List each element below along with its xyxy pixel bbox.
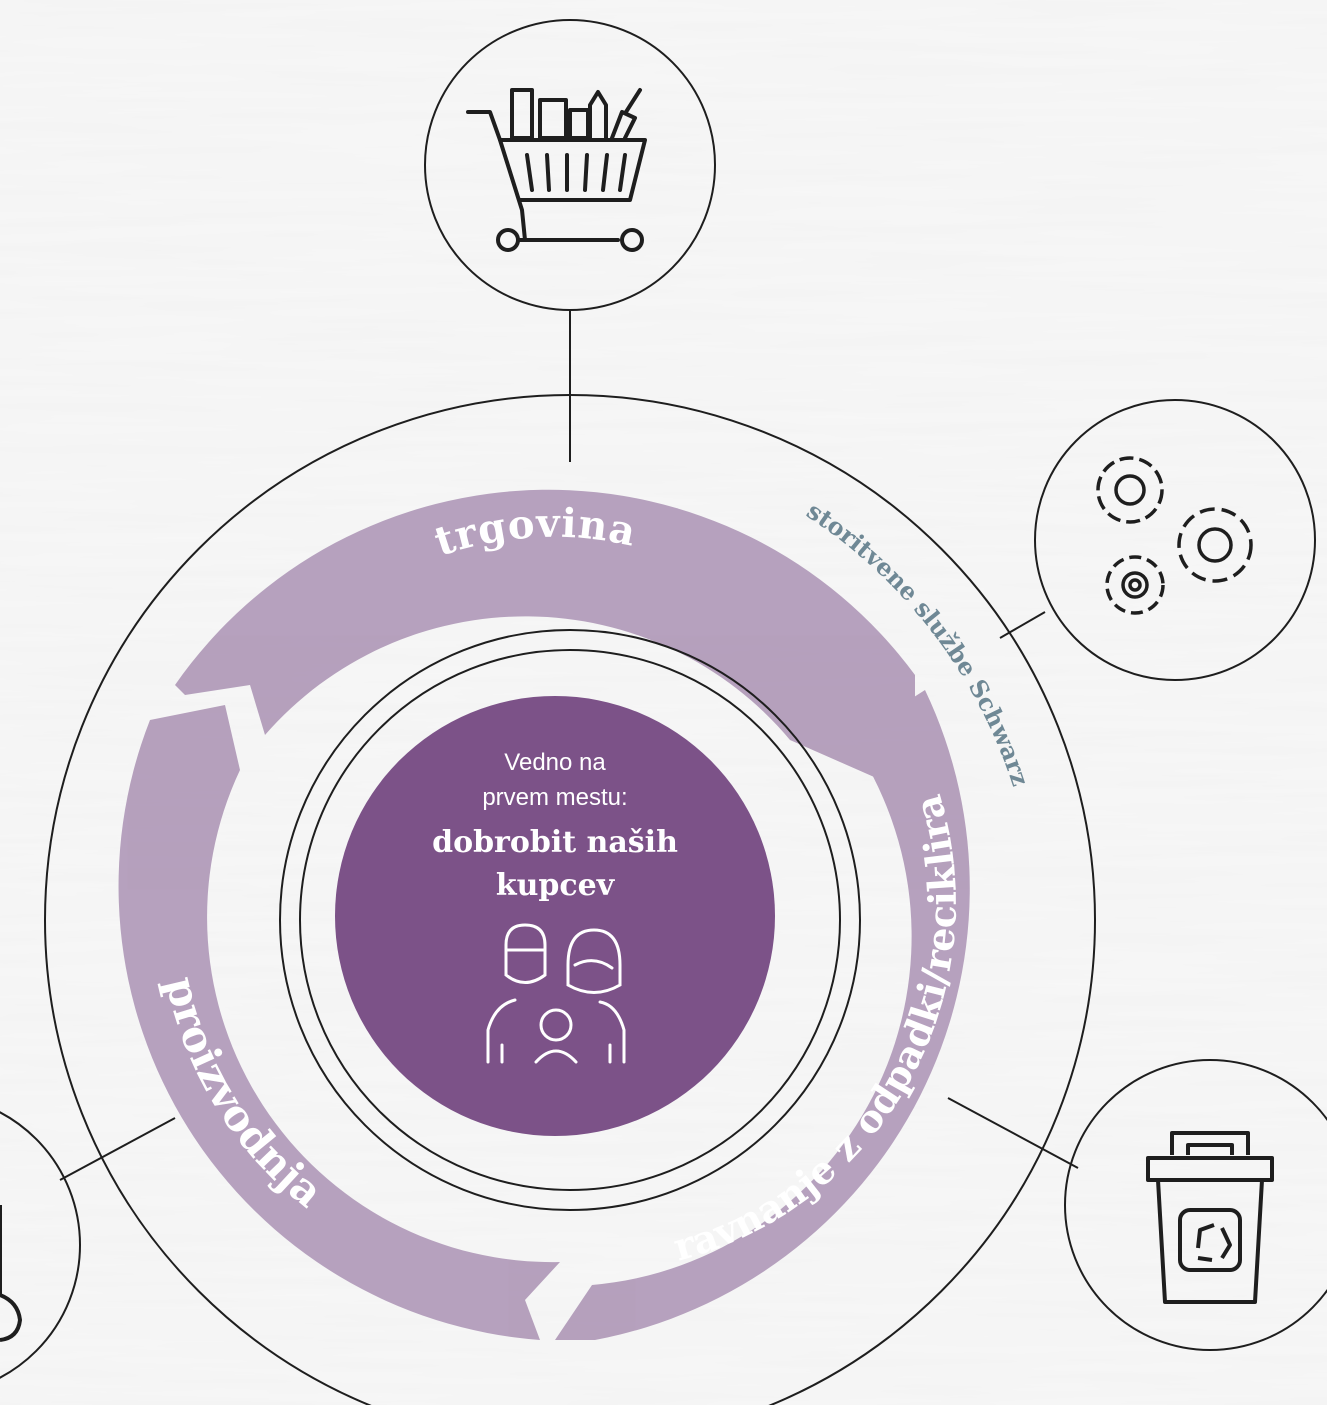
node-circle bbox=[1034, 399, 1316, 681]
node-circle bbox=[1064, 1059, 1327, 1351]
center-line-1: Vedno na bbox=[504, 749, 606, 776]
arrow-top bbox=[175, 489, 915, 795]
shopping-cart-icon bbox=[466, 88, 647, 252]
recycling-bin-icon bbox=[1146, 1131, 1274, 1304]
node-circle bbox=[0, 1111, 81, 1379]
node-gears bbox=[1034, 399, 1316, 681]
cycle-arrows bbox=[118, 489, 970, 1340]
connector-gears bbox=[999, 611, 1046, 639]
node-shopping-cart bbox=[424, 19, 716, 311]
node-production bbox=[0, 1111, 81, 1379]
center-bold-1: dobrobit naših bbox=[432, 825, 678, 860]
family-icon bbox=[486, 923, 626, 1064]
inner-ring-outer bbox=[279, 629, 861, 1211]
arrow-left bbox=[118, 705, 560, 1340]
connector-production bbox=[59, 1117, 176, 1181]
center-line-2: prvem mestu: bbox=[482, 784, 627, 811]
connector-lines bbox=[59, 310, 1079, 1181]
gears-icon bbox=[1096, 456, 1253, 615]
center-bold-2: kupcev bbox=[496, 868, 616, 903]
connector-bin bbox=[947, 1097, 1079, 1169]
inner-ring bbox=[299, 649, 841, 1191]
arrow-right bbox=[555, 690, 970, 1340]
outer-ring bbox=[44, 394, 1096, 1405]
production-icon bbox=[0, 1205, 23, 1342]
center-disc bbox=[335, 696, 775, 1136]
node-recycling-bin bbox=[1064, 1059, 1327, 1351]
node-circle bbox=[424, 19, 716, 311]
